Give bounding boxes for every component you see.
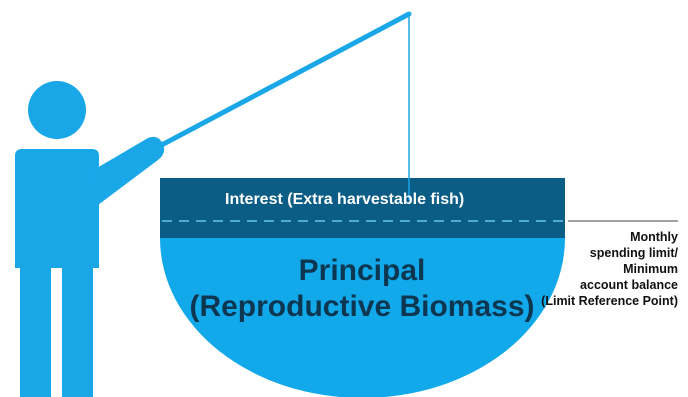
limit-label-line-1: Monthly <box>630 230 678 244</box>
interest-label: Interest (Extra harvestable fish) <box>225 191 464 208</box>
fisher-leg-right <box>62 268 93 397</box>
principal-region <box>160 238 565 397</box>
fishing-rod <box>119 11 412 169</box>
fisher-head <box>28 81 86 139</box>
principal-label-line-1: Principal <box>299 254 426 287</box>
limit-label-line-2: spending limit/ <box>590 246 679 260</box>
interest-band <box>160 178 565 238</box>
limit-reference-label: Monthly spending limit/ Minimum account … <box>541 230 678 308</box>
limit-label-line-5: (Limit Reference Point) <box>541 294 678 308</box>
fisher-leg-left <box>20 268 51 397</box>
principal-label-line-2: (Reproductive Biomass) <box>189 290 534 323</box>
resource-bowl <box>160 178 565 397</box>
fisher-figure <box>15 81 165 397</box>
fisher-body <box>15 149 99 268</box>
limit-label-line-3: Minimum <box>623 262 678 276</box>
limit-label-line-4: account balance <box>580 278 678 292</box>
